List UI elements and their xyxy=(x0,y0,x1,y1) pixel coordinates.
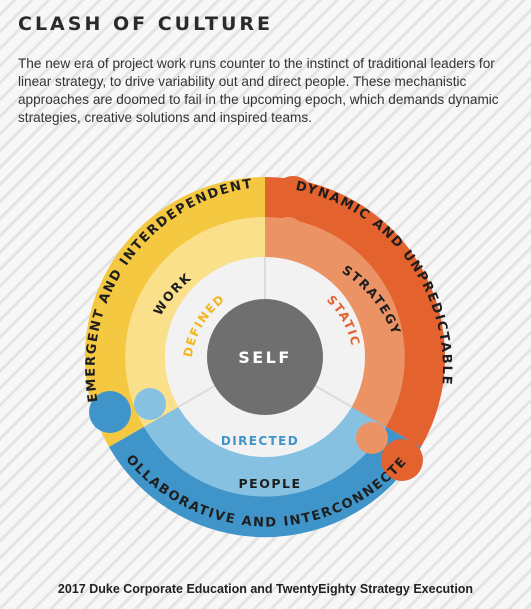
intro-paragraph: The new era of project work runs counter… xyxy=(18,56,499,125)
inner-label-bottom: DIRECTED xyxy=(221,434,299,448)
puzzle-tab-left xyxy=(89,391,131,433)
puzzle-tab-top-mid xyxy=(272,217,304,249)
center-circle xyxy=(207,299,323,415)
puzzle-tab-right xyxy=(381,439,423,481)
center-label: SELF xyxy=(238,348,292,367)
clash-of-culture-diagram: SELF EMERGENT AND INTERDEPENDENT DYNAMIC… xyxy=(0,140,452,538)
puzzle-tab-top xyxy=(272,176,314,218)
puzzle-tab-right-mid xyxy=(356,422,388,454)
credit-footer: 2017 Duke Corporate Education and Twenty… xyxy=(57,582,474,596)
page-title: CLASH OF CULTURE xyxy=(18,13,274,35)
puzzle-tab-left-mid xyxy=(134,388,166,420)
middle-label-bottom: PEOPLE xyxy=(239,476,302,491)
